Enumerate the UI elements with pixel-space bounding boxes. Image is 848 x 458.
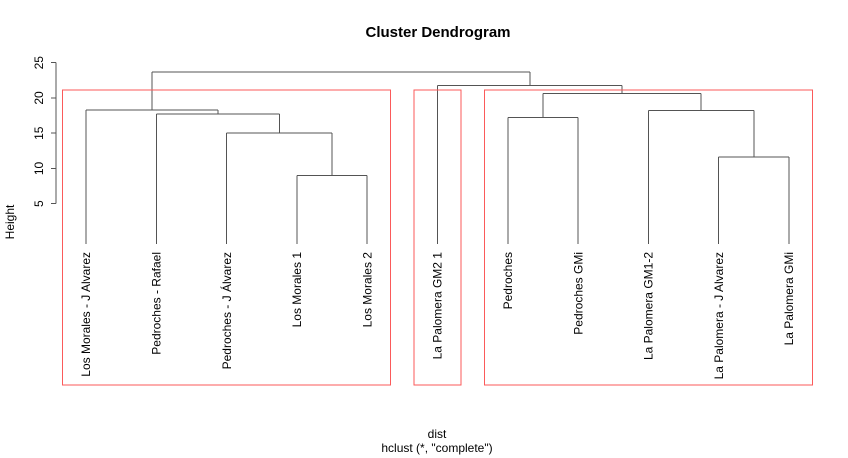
leaf-label: La Palomera GM2 1	[431, 252, 445, 360]
cluster-box	[413, 89, 462, 386]
leaf-label: Los Morales 2	[360, 252, 374, 328]
leaf-label: Pedroches - J Álvarez	[219, 252, 234, 369]
y-axis: 5 10 15 20 25	[32, 56, 57, 207]
y-axis-title: Height	[3, 204, 17, 239]
leaf-label: Los Morales 1	[290, 252, 304, 328]
x-axis-title: dist	[428, 427, 447, 441]
cluster-box	[483, 89, 813, 386]
dendrogram-tree	[85, 71, 790, 244]
y-axis-tick-label: 20	[32, 91, 46, 105]
cluster-boxes	[62, 89, 813, 386]
y-axis-tick-label: 25	[32, 56, 46, 70]
leaf-label: Pedroches	[501, 252, 515, 309]
leaf-label: La Palomera GM1-2	[642, 252, 656, 360]
leaf-labels: Los Morales - J Alvarez Pedroches - Rafae…	[79, 252, 796, 380]
leaf-label: Pedroches - Rafael	[150, 252, 164, 355]
y-axis-tick-label: 5	[32, 200, 46, 207]
cluster-box	[62, 89, 392, 386]
y-axis-tick-label: 15	[32, 126, 46, 140]
y-axis-tick-label: 10	[32, 161, 46, 175]
leaf-label: La Palomera - J Alvarez	[712, 252, 726, 379]
plot-title: Cluster Dendrogram	[365, 24, 510, 41]
leaf-label: Pedroches GMi	[571, 252, 585, 335]
leaf-label: La Palomera GMi	[782, 252, 796, 345]
plot-sub-caption: hclust (*, "complete")	[381, 441, 492, 455]
leaf-label: Los Morales - J Alvarez	[79, 252, 93, 377]
